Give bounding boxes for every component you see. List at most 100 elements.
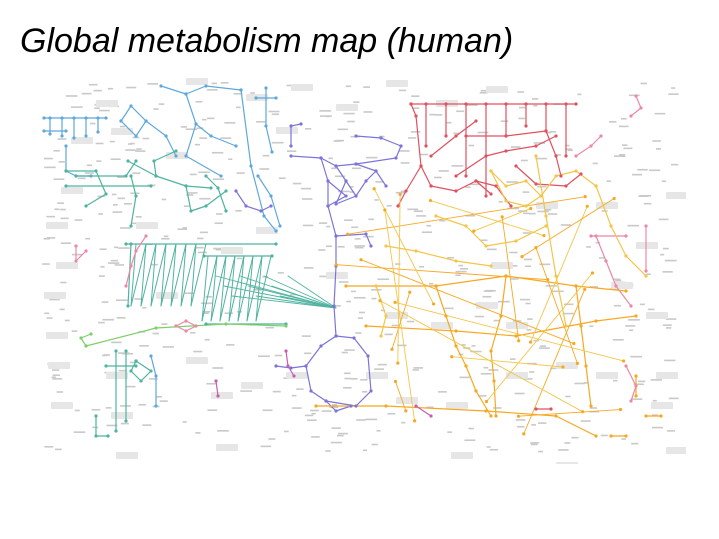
reaction-edge (140, 243, 147, 307)
pathway-name-box (291, 84, 313, 91)
reaction-edge (405, 165, 422, 192)
metabolite-label (57, 202, 65, 204)
metabolite-node (594, 434, 598, 438)
metabolite-node (134, 359, 138, 363)
metabolite-node (484, 102, 488, 106)
metabolite-label (212, 178, 225, 180)
metabolite-label (301, 335, 311, 337)
reaction-edge (219, 255, 236, 322)
metabolite-node (60, 116, 64, 120)
metabolite-node (129, 369, 133, 373)
metabolite-label (560, 224, 572, 226)
metabolite-label (618, 154, 626, 156)
metabolite-node (154, 326, 158, 330)
metabolite-label (98, 321, 105, 324)
metabolite-label (185, 128, 198, 131)
reaction-edge (180, 243, 197, 307)
metabolite-node (48, 116, 52, 120)
reaction-edge (135, 360, 152, 372)
metabolite-label (516, 425, 525, 428)
reaction-edge (279, 295, 337, 309)
metabolite-node (564, 324, 568, 328)
pathway-name-box (221, 247, 243, 254)
reaction-edge (625, 255, 647, 277)
reaction-edge (257, 175, 272, 197)
metabolite-label (54, 208, 60, 211)
metabolite-node (474, 179, 478, 183)
pathway-name-box (596, 202, 618, 209)
metabolite-label (60, 281, 67, 284)
metabolite-label (519, 298, 531, 301)
metabolite-node (286, 364, 290, 368)
reaction-edge (205, 85, 242, 91)
metabolite-label (73, 431, 86, 433)
metabolite-node (489, 414, 493, 418)
metabolite-label (650, 379, 663, 381)
metabolite-node (554, 154, 558, 158)
reaction-edge (130, 243, 147, 307)
metabolite-label (98, 213, 103, 215)
metabolite-label (318, 249, 326, 251)
metabolite-label (117, 197, 125, 200)
metabolite-label (515, 419, 526, 421)
metabolite-label (107, 87, 114, 90)
metabolite-label (416, 215, 427, 217)
metabolite-label (529, 371, 535, 373)
metabolite-node (634, 314, 638, 318)
metabolite-label (304, 352, 312, 355)
metabolite-node (129, 224, 133, 228)
metabolite-node (194, 324, 198, 328)
metabolite-label (356, 419, 366, 421)
reaction-edge (130, 175, 137, 197)
metabolite-node (454, 344, 458, 348)
metabolite-label (102, 318, 115, 321)
reaction-edge (235, 190, 247, 207)
metabolite-label (207, 117, 215, 120)
reaction-edge (580, 325, 587, 367)
metabolite-label (236, 257, 243, 260)
reaction-edge (465, 225, 487, 247)
metabolite-label (615, 279, 622, 282)
metabolite-label (204, 338, 210, 341)
metabolite-label (126, 86, 137, 89)
reaction-edge (190, 243, 197, 307)
metabolite-label (99, 248, 107, 251)
metabolite-node (219, 174, 223, 178)
reaction-edge (415, 405, 432, 417)
metabolite-node (399, 144, 403, 148)
metabolite-node (259, 209, 263, 213)
metabolite-node (249, 164, 253, 168)
reaction-edge (263, 275, 337, 309)
metabolite-node (522, 432, 526, 436)
metabolite-node (74, 174, 78, 178)
reaction-edge (210, 255, 218, 322)
metabolite-node (184, 184, 188, 188)
metabolite-node (174, 154, 178, 158)
metabolite-node (554, 134, 558, 138)
metabolite-label (565, 148, 572, 150)
reaction-edge (385, 245, 417, 252)
metabolite-node (492, 379, 496, 383)
reaction-edge (217, 187, 227, 212)
metabolite-label (483, 290, 494, 292)
metabolite-node (270, 150, 274, 154)
metabolite-node (352, 336, 356, 340)
metabolite-label (228, 158, 233, 161)
metabolite-label (365, 418, 378, 421)
reaction-edge (80, 333, 92, 339)
metabolite-label (652, 399, 657, 402)
metabolite-node (369, 244, 373, 248)
metabolite-label (96, 160, 102, 162)
metabolite-node (489, 169, 493, 173)
metabolite-node (354, 162, 358, 166)
metabolite-node (332, 304, 336, 308)
metabolite-node (204, 174, 208, 178)
metabolite-node (94, 434, 98, 438)
metabolite-node (524, 124, 528, 128)
metabolite-node (234, 189, 238, 193)
reaction-edge (237, 255, 254, 322)
metabolite-node (464, 364, 468, 368)
reaction-edge (384, 209, 416, 422)
metabolite-node (585, 204, 589, 208)
metabolite-node (409, 102, 413, 106)
